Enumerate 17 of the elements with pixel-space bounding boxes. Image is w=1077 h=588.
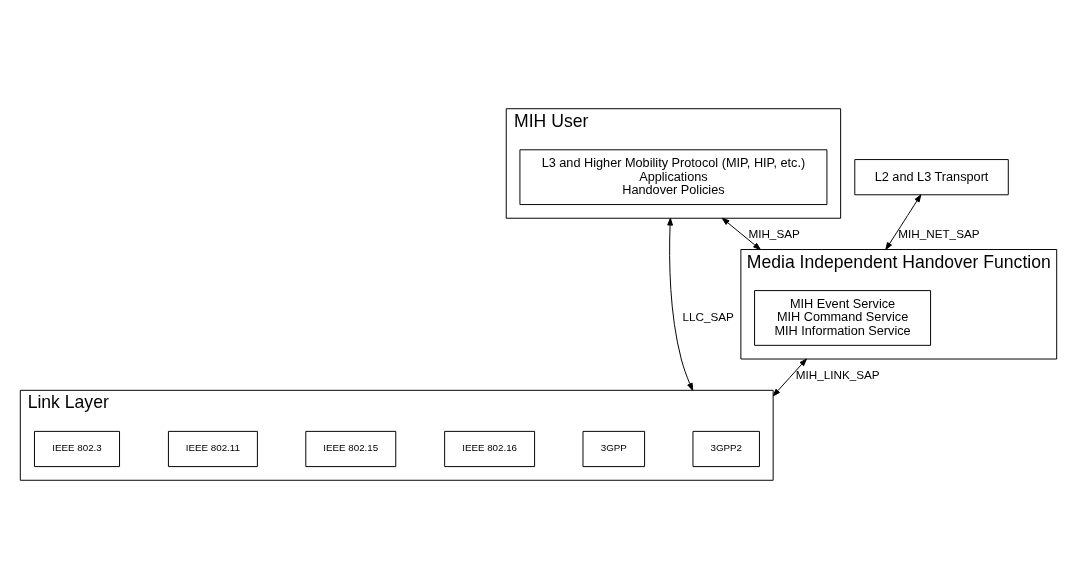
node-box: 3GPP2 (692, 430, 760, 467)
node-box: L3 and Higher Mobility Protocol (MIP, HIP, etc.) Applications Handover Policies (519, 148, 828, 205)
node-box: L2 and L3 Transport (854, 158, 1009, 195)
edge-label: LLC_SAP (682, 309, 734, 323)
node-box: IEEE 802.16 (444, 430, 536, 467)
arrow (721, 217, 761, 250)
arrow (885, 193, 922, 250)
edge-label: MIH_SAP (748, 226, 800, 240)
node-box: MIH Event Service MIH Command Service MIH Information Service (754, 289, 932, 346)
edge-label: MIH_NET_SAP (898, 226, 980, 240)
arrow (772, 358, 807, 396)
node-box: IEEE 802.15 (305, 430, 397, 467)
node-box: 3GPP (582, 430, 646, 467)
arrow (667, 217, 694, 391)
node-box: IEEE 802.11 (167, 430, 258, 467)
node-box: IEEE 802.3 (34, 430, 121, 467)
edge-label: MIH_LINK_SAP (795, 367, 880, 381)
